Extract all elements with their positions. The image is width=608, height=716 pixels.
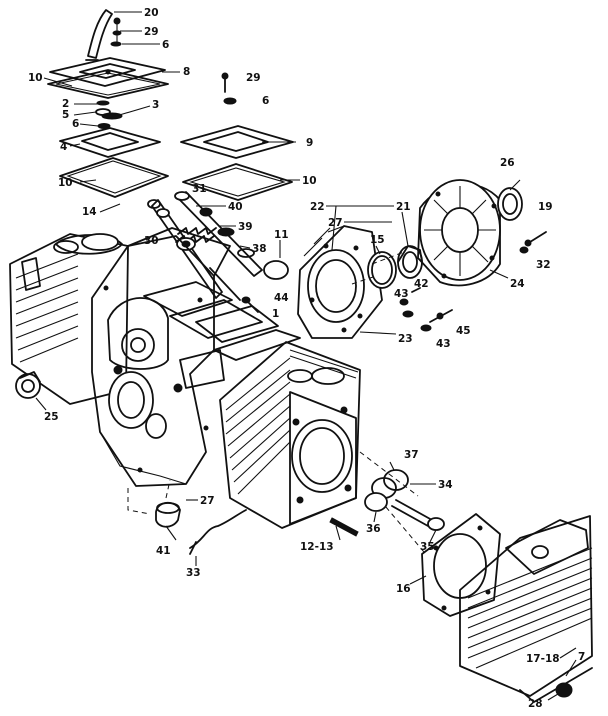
head-gasket-16 bbox=[421, 513, 501, 617]
callout-31: 31 bbox=[192, 183, 207, 195]
breather-wire-33 bbox=[189, 509, 247, 555]
callout-8: 8 bbox=[183, 66, 190, 78]
callout-labels: 20 29 6 8 10 29 6 2 5 3 6 4 9 10 10 14 3… bbox=[28, 7, 585, 710]
callout-40: 40 bbox=[228, 201, 243, 213]
breather-tube bbox=[85, 9, 113, 61]
main-bearing-plate bbox=[417, 179, 501, 287]
breather-gasket-top bbox=[47, 69, 169, 99]
plug-36 bbox=[364, 492, 388, 512]
callout-6: 6 bbox=[162, 39, 169, 51]
callout-45: 45 bbox=[456, 325, 471, 337]
callout-26: 26 bbox=[500, 157, 515, 169]
breather-valve-parts bbox=[95, 100, 123, 129]
callout-16: 16 bbox=[396, 583, 411, 595]
callout-15: 15 bbox=[370, 234, 385, 246]
callout-32: 32 bbox=[536, 259, 551, 271]
dowel-32 bbox=[519, 246, 529, 254]
bushing-41 bbox=[155, 501, 181, 528]
callout-35: 35 bbox=[420, 541, 435, 553]
callout-4: 4 bbox=[60, 141, 67, 153]
callout-27: 27 bbox=[200, 495, 215, 507]
thrust-washer-15 bbox=[367, 251, 397, 289]
callout-43: 43 bbox=[436, 338, 451, 350]
callout-39: 39 bbox=[238, 221, 253, 233]
callout-7: 7 bbox=[578, 651, 585, 663]
breather-fasteners bbox=[110, 17, 122, 47]
callout-25: 25 bbox=[44, 411, 59, 423]
breather-body bbox=[59, 127, 161, 158]
crankcase-block bbox=[9, 227, 301, 487]
callout-28: 28 bbox=[528, 698, 543, 710]
cover-screw bbox=[221, 72, 237, 105]
governor-small-parts bbox=[399, 287, 453, 332]
callout-6: 6 bbox=[262, 95, 269, 107]
oil-seal-25 bbox=[15, 371, 41, 399]
callout-33: 33 bbox=[186, 567, 201, 579]
valve-spring bbox=[175, 227, 217, 243]
callout-11: 11 bbox=[274, 229, 289, 241]
callout-14: 14 bbox=[82, 206, 97, 218]
callout-21: 21 bbox=[396, 201, 411, 213]
callout-19: 19 bbox=[538, 201, 553, 213]
bolt-35 bbox=[391, 499, 445, 531]
callout-34: 34 bbox=[438, 479, 453, 491]
spark-plug-28 bbox=[555, 682, 573, 698]
callout-20: 20 bbox=[144, 7, 159, 19]
callout-43: 43 bbox=[394, 288, 409, 300]
callout-37: 37 bbox=[404, 449, 419, 461]
right-cylinder bbox=[219, 341, 361, 537]
callout-23: 23 bbox=[398, 333, 413, 345]
assembly-lines bbox=[127, 251, 425, 553]
callout-41: 41 bbox=[156, 545, 171, 557]
callout-3: 3 bbox=[152, 99, 159, 111]
callout-22: 22 bbox=[310, 201, 325, 213]
cylinder-head bbox=[459, 515, 593, 703]
callout-17-18: 17-18 bbox=[526, 653, 560, 665]
bearing-plate bbox=[297, 225, 383, 339]
callout-24: 24 bbox=[510, 278, 525, 290]
callout-36: 36 bbox=[366, 523, 381, 535]
callout-6: 6 bbox=[72, 118, 79, 130]
callout-44: 44 bbox=[274, 292, 289, 304]
callout-29: 29 bbox=[246, 72, 261, 84]
valve-left bbox=[147, 199, 223, 299]
callout-27: 27 bbox=[328, 217, 343, 229]
callout-10: 10 bbox=[302, 175, 317, 187]
callout-10: 10 bbox=[58, 177, 73, 189]
valve-cover-gasket bbox=[182, 163, 293, 201]
callout-12-13: 12-13 bbox=[300, 541, 334, 553]
bracket-22-27-21 bbox=[326, 205, 394, 223]
leader-lines bbox=[35, 11, 577, 701]
callout-38: 38 bbox=[252, 243, 267, 255]
breather-gasket-lower bbox=[59, 157, 169, 198]
callout-30: 30 bbox=[144, 235, 159, 247]
bolt-19 bbox=[524, 231, 547, 247]
callout-29: 29 bbox=[144, 26, 159, 38]
oil-seal-26-top bbox=[497, 187, 523, 221]
callout-10: 10 bbox=[28, 72, 43, 84]
callout-5: 5 bbox=[62, 109, 69, 121]
callout-42: 42 bbox=[414, 278, 429, 290]
callout-9: 9 bbox=[306, 137, 313, 149]
callout-2: 2 bbox=[62, 98, 69, 110]
seal-ring-11 bbox=[263, 260, 289, 280]
callout-1: 1 bbox=[272, 308, 279, 320]
